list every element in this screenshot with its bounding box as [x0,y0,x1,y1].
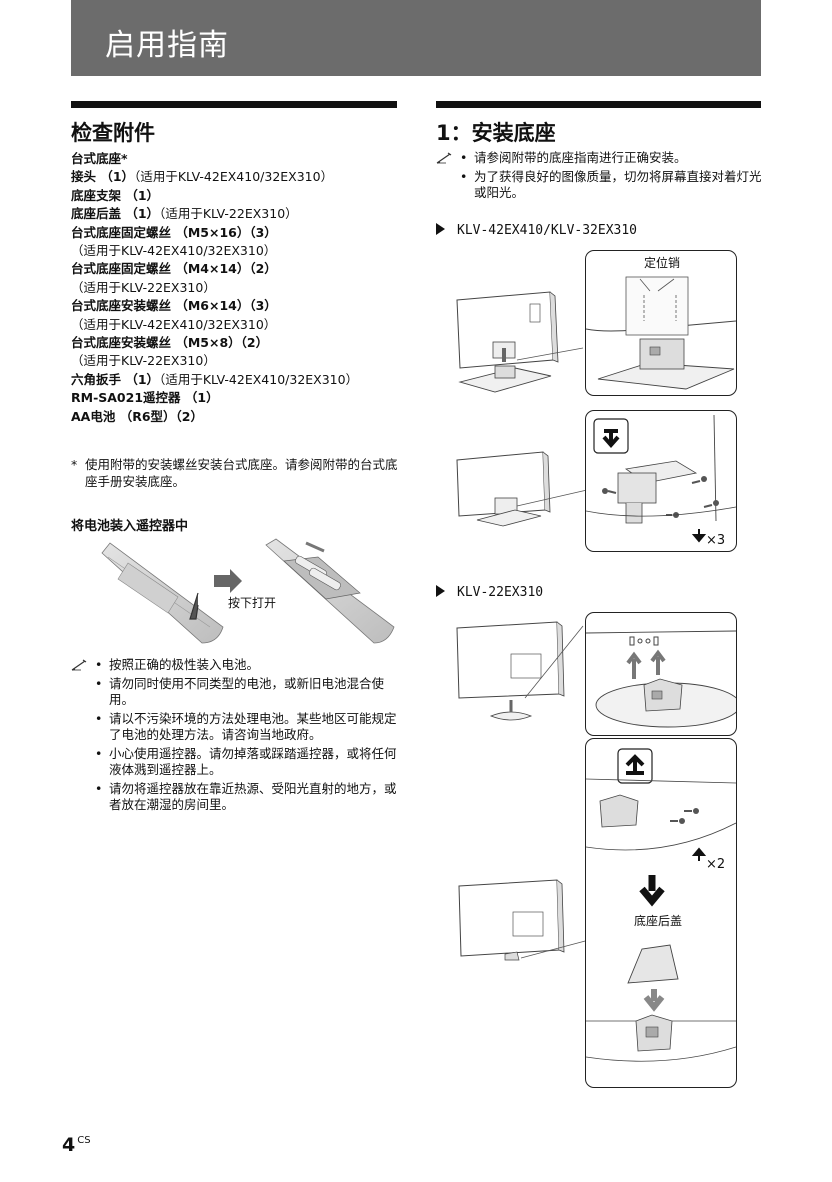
note-pen-icon [436,152,452,164]
accessory-name: AA电池 （R6型）（2） [71,408,203,424]
stand-notes: 请参阅附带的底座指南进行正确安装。为了获得良好的图像质量，切勿将屏幕直接对着灯光… [436,150,766,204]
tv-rear-illustration-a2 [456,451,588,527]
tv-rear-illustration-b2 [458,879,590,961]
accessory-item: RM-SA021遥控器 （1） [71,389,401,407]
rear-cover-label: 底座后盖 [634,913,682,928]
accessories-heading: 检查附件 [71,121,155,145]
accessory-item: 底座后盖 （1）（适用于KLV-22EX310） [71,205,401,223]
accessory-name: 台式底座安装螺丝 （M6×14）（3） [71,298,277,314]
stand-notes-list: 请参阅附带的底座指南进行正确安装。为了获得良好的图像质量，切勿将屏幕直接对着灯光… [458,150,766,202]
battery-lid [117,562,179,614]
note-item: 请参阅附带的底座指南进行正确安装。 [458,150,766,167]
page-title: 启用指南 [105,28,229,63]
screw-count-b: ×2 [706,857,725,872]
note-item: 按照正确的极性装入电池。 [93,657,401,674]
accessory-item: 台式底座安装螺丝 （M5×8）（2） [71,334,401,352]
footnote-mark: * [71,457,78,472]
battery-notes-list: 按照正确的极性装入电池。请勿同时使用不同类型的电池，或新旧电池混合使用。请以不污… [93,657,401,814]
screw-count-a: ×3 [706,533,725,548]
accessory-applicability: （适用于KLV-42EX410/32EX310） [159,371,359,387]
page-number-suffix: CS [77,1135,91,1146]
footnote: * 使用附带的安装螺丝安装台式底座。请参阅附带的台式底座手册安装底座。 [71,456,399,490]
note-item: 请勿同时使用不同类型的电池，或新旧电池混合使用。 [93,676,401,709]
note-item: 请勿将遥控器放在靠近热源、受阳光直射的地方，或者放在潮湿的房间里。 [93,781,401,814]
accessory-item: 台式底座安装螺丝 （M6×14）（3） [71,297,401,315]
lift-arrow-icon [650,649,666,675]
accessory-name: 台式底座* [71,151,128,166]
accessories-list: 台式底座*接头 （1）（适用于KLV-42EX410/32EX310）底座支架 … [71,150,401,426]
lift-arrow-icon [626,651,642,679]
arrow-down-icon [639,875,665,907]
note-item: 为了获得良好的图像质量，切勿将屏幕直接对着灯光或阳光。 [458,169,766,202]
accessory-name: 台式底座固定螺丝 （M5×16）（3） [71,224,277,240]
footnote-text: 使用附带的安装螺丝安装台式底座。请参阅附带的台式底座手册安装底座。 [85,457,398,489]
note-item: 小心使用遥控器。请勿掉落或踩踏遥控器，或将任何液体溅到遥控器上。 [93,746,401,779]
accessory-applicability: （适用于KLV-42EX410/32EX310） [134,169,334,185]
accessory-item: 台式底座固定螺丝 （M4×14）（2） [71,260,401,278]
accessory-name: 底座后盖 （1） [71,206,160,222]
pin-detail-box-b [585,612,737,736]
model-b-label: KLV-22EX310 [457,585,544,600]
triangle-bullet-icon [436,585,445,597]
header-banner: 启用指南 [71,0,761,76]
accessory-applicability: （适用于KLV-42EX410/32EX310） [71,316,277,332]
section-rule-left [71,101,397,108]
press-hand-icon [189,592,199,620]
accessory-name: 底座支架 （1） [71,187,160,203]
screw-detail-box-a: ×3 [585,410,737,552]
accessory-applicability: （适用于KLV-22EX310） [159,206,298,222]
battery-heading: 将电池装入遥控器中 [71,519,189,534]
model-a-label: KLV-42EX410/KLV-32EX310 [457,223,638,238]
accessory-applicability: （适用于KLV-42EX410/32EX310） [71,243,277,259]
press-open-label: 按下打开 [228,596,276,610]
accessory-name: 台式底座固定螺丝 （M4×14）（2） [71,261,277,277]
triangle-bullet-icon [436,223,445,235]
accessory-item: 六角扳手 （1）（适用于KLV-42EX410/32EX310） [71,371,401,389]
accessory-name: 六角扳手 （1） [71,371,160,387]
screw-up-small-icon [691,847,707,861]
accessory-item: 底座支架 （1） [71,187,401,205]
accessory-item: 台式底座* [71,150,401,168]
tv-rear-illustration-b [456,621,584,721]
tv-rear-illustration-a [456,291,584,393]
page-number-value: 4 [62,1134,76,1156]
accessory-item: 台式底座固定螺丝 （M5×16）（3） [71,224,401,242]
accessory-name: RM-SA021遥控器 （1） [71,390,219,406]
accessory-name: 台式底座安装螺丝 （M5×8）（2） [71,335,269,351]
model-heading-b: KLV-22EX310 [436,585,543,600]
note-item: 请以不污染环境的方法处理电池。某些地区可能规定了电池的处理方法。请咨询当地政府。 [93,711,401,744]
stand-heading: 1：安装底座 [436,121,556,145]
accessory-item: 接头 （1）（适用于KLV-42EX410/32EX310） [71,168,401,186]
rear-cover-part [627,944,679,984]
battery-illustration: 按下打开 [101,538,395,644]
screw-down-icon [602,429,620,449]
accessory-name: 接头 （1） [71,169,135,185]
accessory-applicability: （适用于KLV-22EX310） [71,279,216,295]
locating-pin-label: 定位销 [644,255,680,270]
locating-pin-detail-box: 定位销 [585,250,737,396]
accessory-applicability: （适用于KLV-22EX310） [71,353,216,369]
arrow-right-icon [214,569,242,593]
battery-notes: 按照正确的极性装入电池。请勿同时使用不同类型的电池，或新旧电池混合使用。请以不污… [71,657,401,816]
screw-down-small-icon [691,529,707,543]
accessory-item: AA电池 （R6型）（2） [71,408,401,426]
section-rule-right [436,101,761,108]
rear-cover-detail-box: ×2 底座后盖 [585,738,737,1088]
model-heading-a: KLV-42EX410/KLV-32EX310 [436,223,637,238]
screw-up-icon [625,754,645,775]
note-pen-icon [71,659,87,671]
